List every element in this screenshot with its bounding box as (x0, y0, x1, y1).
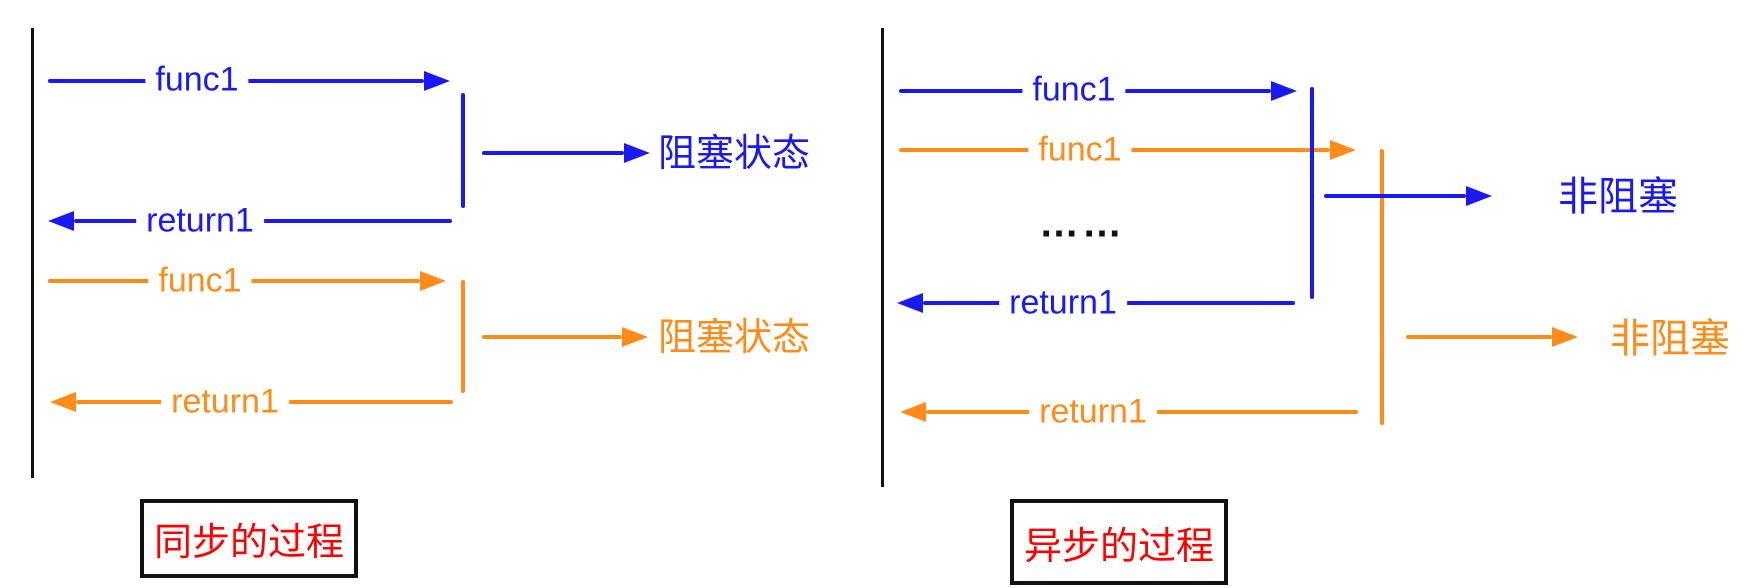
sync-title-box: 同步的过程 (140, 499, 358, 578)
sync-blue-state-label: 阻塞状态 (658, 133, 811, 176)
arrow-right-icon (420, 271, 446, 291)
arrow-left-icon (50, 392, 76, 412)
async-blue-state-label: 非阻塞 (1558, 175, 1678, 219)
async-orange-state-label: 非阻塞 (1610, 317, 1730, 361)
arrow-left-icon (48, 211, 74, 231)
sync-timeline (31, 28, 34, 478)
async-blue-return-label: return1 (999, 283, 1127, 322)
arrow-left-icon (897, 293, 923, 313)
arrow-left-icon (900, 402, 926, 422)
sync-title: 同步的过程 (153, 522, 344, 564)
arrow-right-icon (1466, 186, 1492, 206)
async-orange-call-label: func1 (1028, 130, 1132, 169)
async-orange-callee-bar (1380, 149, 1384, 425)
async-orange-return-label: return1 (1029, 392, 1157, 431)
arrow-right-icon (424, 71, 450, 91)
sync-orange-state-label: 阻塞状态 (658, 317, 811, 360)
sync-blue-state-line (482, 151, 624, 155)
sync-orange-state-line (482, 335, 622, 339)
async-blue-call-label: func1 (1022, 70, 1126, 109)
async-blue-callee-bar (1310, 87, 1314, 299)
sync-orange-return-label: return1 (161, 382, 289, 421)
arrow-right-icon (624, 143, 650, 163)
arrow-right-icon (1330, 140, 1356, 160)
sync-blue-return-label: return1 (136, 201, 264, 240)
sync-orange-callee-bar (461, 280, 465, 393)
arrow-right-icon (622, 327, 648, 347)
sync-orange-call-label: func1 (148, 261, 252, 300)
async-orange-state-line (1406, 335, 1552, 339)
arrow-right-icon (1552, 327, 1578, 347)
async-blue-state-line (1324, 194, 1466, 198)
sync-blue-callee-bar (461, 93, 465, 208)
sync-blue-call-label: func1 (145, 60, 249, 99)
async-title-box: 异步的过程 (1010, 499, 1228, 585)
arrow-right-icon (1271, 81, 1297, 101)
ellipsis-label: …… (1039, 201, 1125, 246)
async-timeline (881, 28, 884, 487)
async-title: 异步的过程 (1023, 525, 1214, 568)
